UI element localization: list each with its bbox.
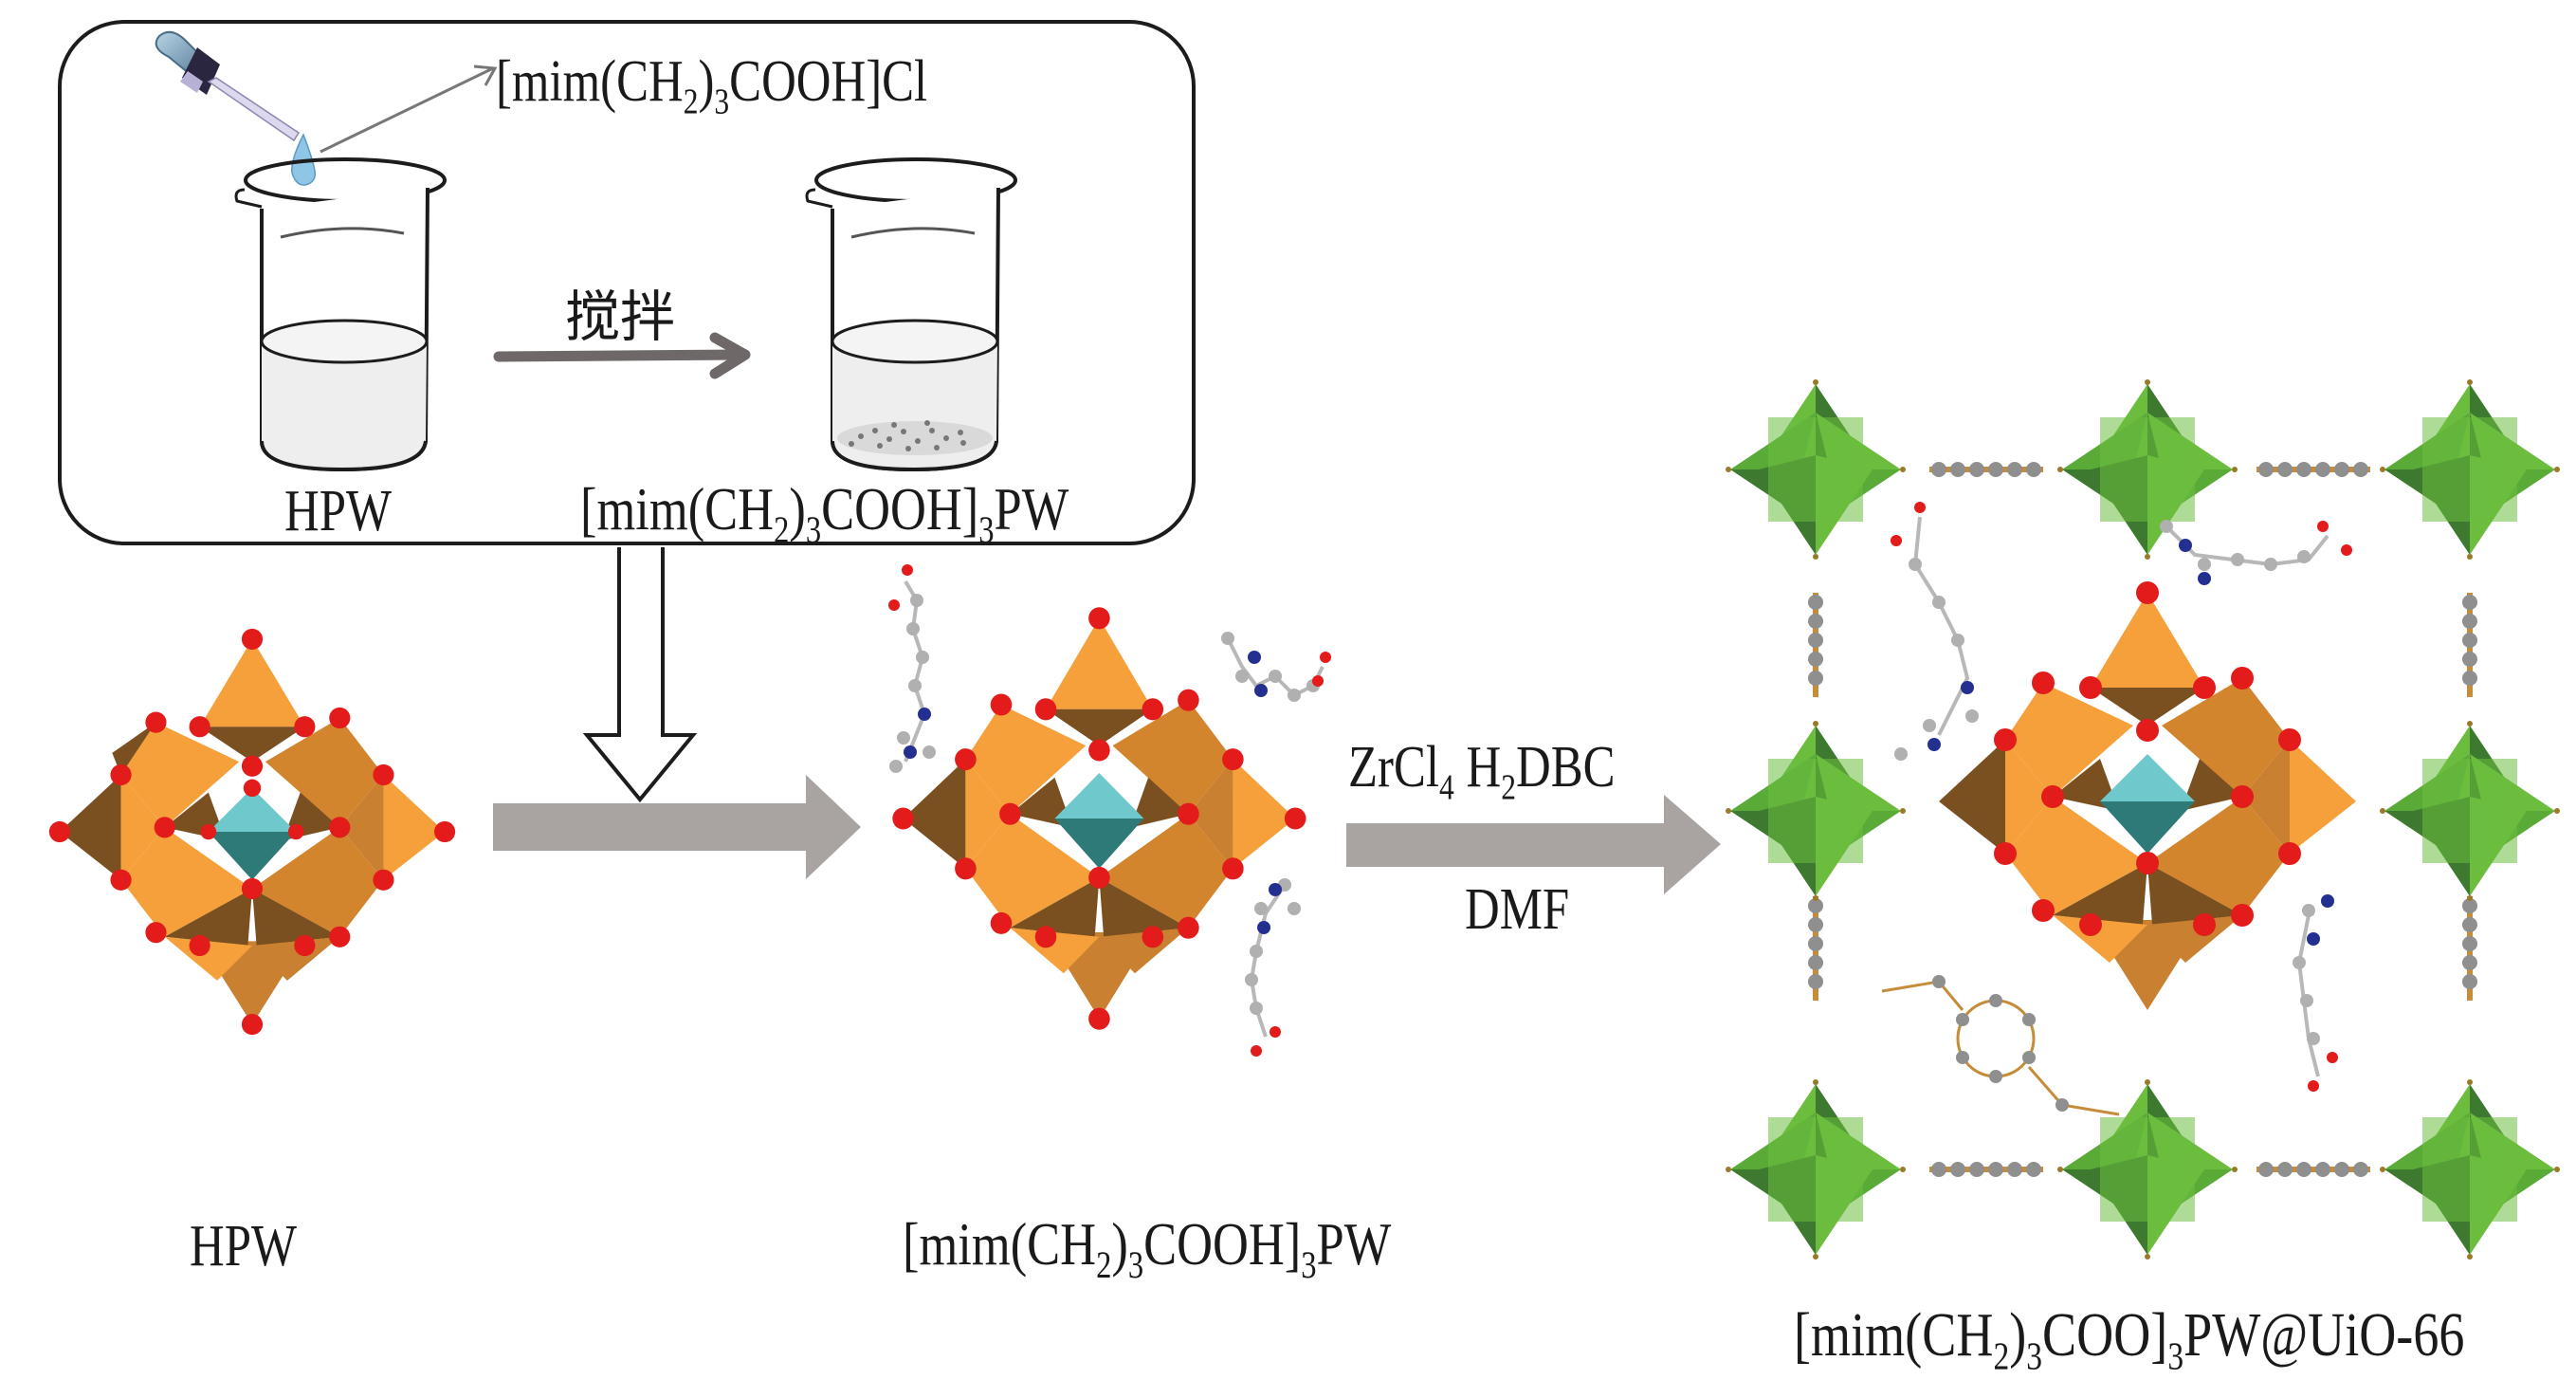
hpw-keggin-structure xyxy=(48,628,456,1036)
stir-label: 搅拌 xyxy=(565,285,676,349)
linker-rods xyxy=(1808,462,2477,1177)
il-pw-structure-label: [mim(CH2)3COOH]3PW xyxy=(903,1210,1392,1286)
il-pw-uio66-label: [mim(CH2)3COO]3PW@UiO-66 xyxy=(1794,1300,2465,1378)
reagent-pointer-line xyxy=(320,64,498,154)
preparation-inset-box xyxy=(58,20,1196,545)
beaker-product-label: [mim(CH2)3COOH]3PW xyxy=(580,475,1069,551)
encapsulated-keggin xyxy=(1939,581,2356,1010)
down-arrow xyxy=(582,547,698,803)
beaker-hpw-label: HPW xyxy=(284,479,392,543)
oxygen-atoms xyxy=(48,628,456,1036)
reaction-arrow-2 xyxy=(1346,795,1721,894)
beaker-product xyxy=(805,157,1017,472)
beaker-hpw xyxy=(234,157,447,472)
solvent-label: DMF xyxy=(1465,877,1570,942)
reagent-label: [mim(CH2)3COOH]Cl xyxy=(496,49,928,122)
hpw-structure-label: HPW xyxy=(190,1214,297,1278)
reaction-arrow-1 xyxy=(493,775,861,879)
dropper-icon xyxy=(155,30,301,142)
keggin-polyhedra xyxy=(59,638,446,1025)
il-pw-structure xyxy=(888,564,1331,1057)
uio66-framework-structure xyxy=(1726,379,2560,1260)
step2-reagents-label: ZrCl4 H2DBC xyxy=(1348,735,1616,808)
stir-arrow xyxy=(493,332,751,379)
